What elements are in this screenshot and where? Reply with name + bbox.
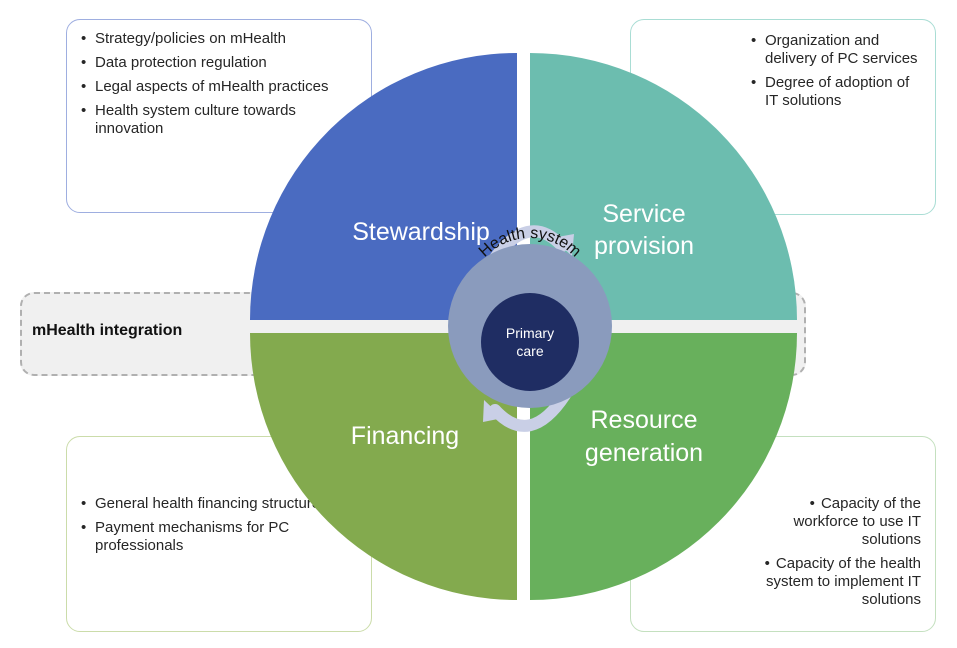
stewardship-box: Strategy/policies on mHealth Data protec… [66,19,372,213]
primary-care-label-line1: Primary [506,325,554,341]
list-item: Data protection regulation [79,54,359,72]
resource-generation-list: Capacity of the workforce to use IT solu… [645,495,921,609]
resource-generation-label-line2: generation [585,439,703,467]
financing-box: General health financing structure Payme… [66,436,372,632]
stewardship-quadrant [250,53,517,320]
list-item: Degree of adoption of IT solutions [749,74,921,110]
service-provision-list: Organization and delivery of PC services… [645,32,921,110]
list-item: Organization and delivery of PC services [749,32,921,68]
list-item: General health financing structure [79,495,359,513]
financing-list: General health financing structure Payme… [79,495,359,555]
service-provision-label-line1: Service [602,200,685,228]
resource-generation-label-line1: Resource [591,406,698,434]
financing-label: Financing [351,422,459,450]
service-provision-label-line2: provision [594,232,694,260]
list-item: Legal aspects of mHealth practices [79,78,359,96]
mhealth-integration-label: mHealth integration [32,322,183,339]
list-item: Strategy/policies on mHealth [79,30,359,48]
service-provision-quadrant [530,53,797,320]
stewardship-list: Strategy/policies on mHealth Data protec… [79,30,359,138]
cycle-arrow-bottom-icon [483,389,571,432]
stewardship-label: Stewardship [352,218,490,246]
financing-quadrant [250,333,517,600]
resource-generation-quadrant [530,333,797,600]
list-item: Capacity of the workforce to use IT solu… [755,495,921,549]
resource-generation-box: Capacity of the workforce to use IT solu… [630,436,936,632]
list-item: Capacity of the health system to impleme… [755,555,921,609]
list-item: Health system culture towards innovation [79,102,359,138]
list-item: Payment mechanisms for PC professionals [79,519,359,555]
primary-care-circle [481,293,579,391]
primary-care-label-line2: care [516,343,543,359]
